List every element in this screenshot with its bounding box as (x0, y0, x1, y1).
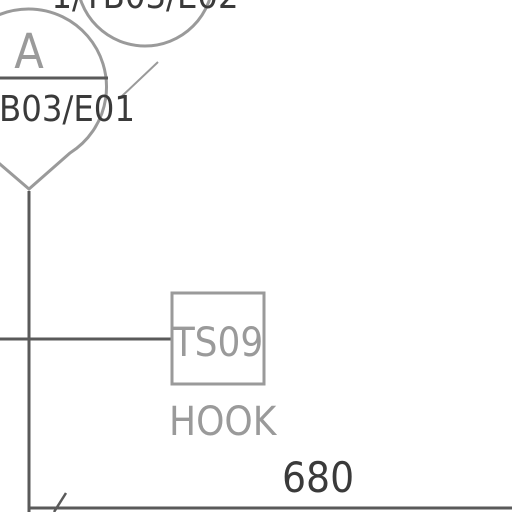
section-marker-main-reference: B03/E01 (0, 89, 135, 130)
section-marker-main-outline (0, 7, 108, 191)
section-marker-main[interactable]: A B03/E01 (0, 7, 135, 191)
section-marker-partial-reference: 1/TB03/E02 (51, 0, 238, 17)
dimension-value: 680 (282, 453, 354, 502)
tag-box (170, 291, 266, 386)
tag-ts09[interactable]: TS09 (170, 291, 266, 386)
section-marker-main-letter: A (14, 24, 44, 80)
section-marker-partial-circle (79, 0, 211, 48)
marker-connector-line (120, 61, 159, 98)
section-marker-partial[interactable]: 1/TB03/E02 (51, 0, 239, 48)
dimension-tick (52, 492, 68, 513)
tag-caption: HOOK (169, 399, 278, 445)
tag-label: TS09 (172, 320, 264, 366)
